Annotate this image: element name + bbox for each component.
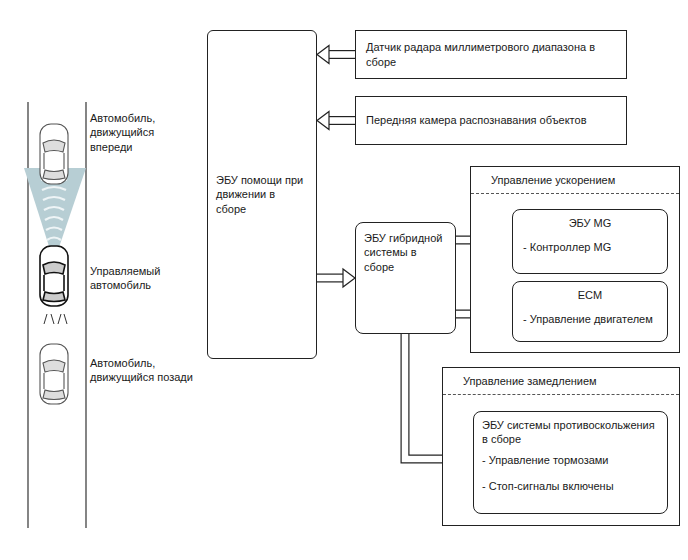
car-label: Автомобиль, движущийся позади bbox=[90, 356, 195, 385]
group-box: Управление ускорениемЭБУ MG - Контроллер … bbox=[470, 166, 680, 353]
box-item: - Контроллер MG bbox=[523, 240, 657, 254]
dashed-divider bbox=[471, 193, 679, 194]
beam-waves bbox=[41, 177, 67, 250]
ecu-box: Датчик радара миллиметрового диапазона в… bbox=[355, 30, 627, 79]
box-title: Датчик радара миллиметрового диапазона в… bbox=[366, 40, 616, 69]
car-label: Автомобиль, движущийся впереди bbox=[90, 111, 195, 154]
block-arrow bbox=[317, 112, 355, 130]
group-box: Управление замедлениемЭБУ системы против… bbox=[442, 367, 680, 526]
ecu-box: ЭБУ системы противоскольжения в сборе - У… bbox=[473, 411, 668, 514]
block-arrow bbox=[317, 269, 355, 287]
motion-marks bbox=[44, 314, 67, 324]
ecu-box: ЭБУ гибридной системы в сборе bbox=[355, 222, 456, 334]
ecu-box: ECM - Управление двигателем bbox=[512, 281, 668, 342]
box-title: ЭБУ помощи при движении в сборе bbox=[216, 173, 308, 216]
ecu-box: Передняя камера распознавания объектов bbox=[355, 96, 627, 145]
car-label: Управляемый автомобиль bbox=[90, 264, 195, 293]
box-title: Управление замедлением bbox=[443, 374, 679, 388]
box-title: ЭБУ MG bbox=[523, 216, 657, 230]
box-title: ЭБУ системы противоскольжения в сборе bbox=[482, 418, 659, 447]
box-title: ECM bbox=[523, 288, 657, 302]
box-item: - Управление тормозами bbox=[482, 453, 659, 467]
box-title: Передняя камера распознавания объектов bbox=[366, 113, 616, 127]
car-controlled bbox=[40, 246, 68, 306]
lane-line bbox=[27, 102, 28, 528]
box-item: - Управление двигателем bbox=[523, 312, 657, 326]
box-title: Управление ускорением bbox=[471, 173, 679, 187]
box-item: - Стоп-сигналы включены bbox=[482, 479, 659, 493]
car-front bbox=[40, 124, 68, 184]
ecu-box: ЭБУ помощи при движении в сборе bbox=[207, 30, 317, 359]
dashed-divider bbox=[443, 394, 679, 395]
ecu-box: ЭБУ MG - Контроллер MG bbox=[512, 209, 668, 274]
lane-line bbox=[85, 102, 86, 528]
car-rear bbox=[40, 344, 68, 404]
block-arrow bbox=[317, 46, 355, 64]
box-title: ЭБУ гибридной системы в сборе bbox=[364, 231, 447, 274]
